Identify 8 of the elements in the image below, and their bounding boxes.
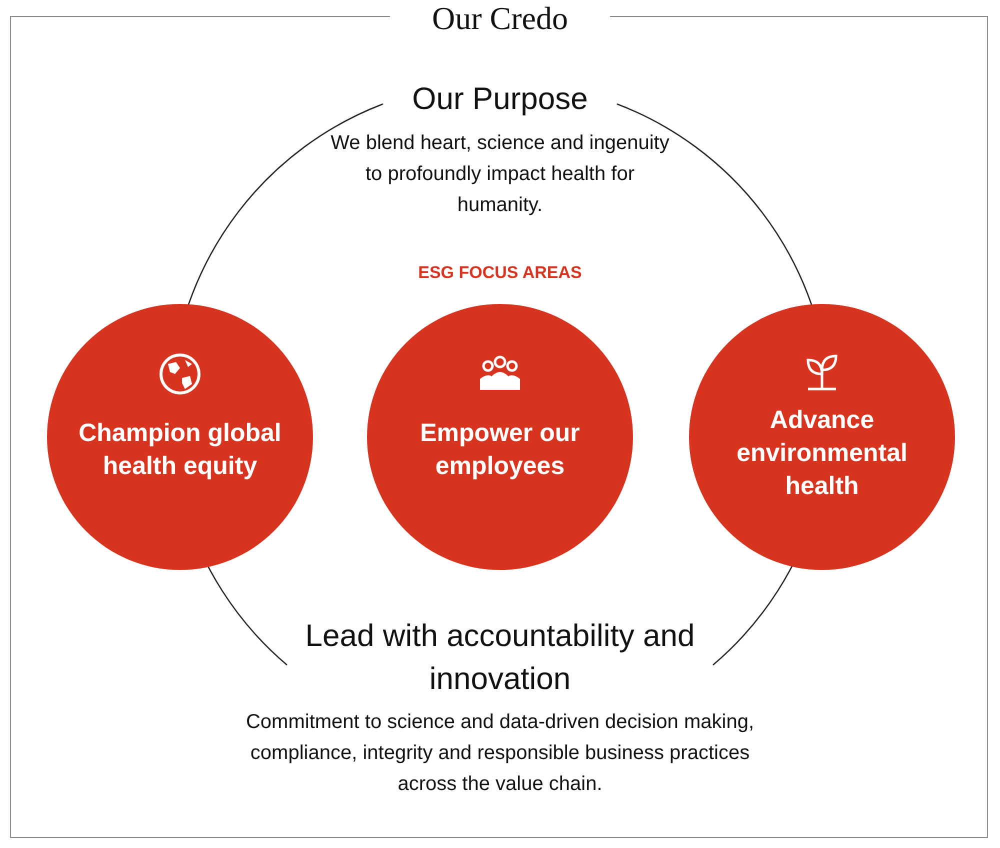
- circle-label: Advance environmental health: [736, 405, 908, 502]
- heading: Our Purpose: [411, 80, 589, 118]
- heading: Lead with accountability and innovation: [304, 617, 696, 698]
- circle-label: Empower our employees: [419, 418, 581, 482]
- body-text: Commitment to science and data-driven decision making, compliance, integrity and responsible business practices across the value chain.: [244, 710, 756, 797]
- section-label: ESG FOCUS AREAS: [417, 262, 583, 284]
- circle-label: Champion global health equity: [78, 418, 282, 482]
- body-text: We blend heart, science and ingenuity to profoundly impact health for humanity.: [330, 131, 670, 218]
